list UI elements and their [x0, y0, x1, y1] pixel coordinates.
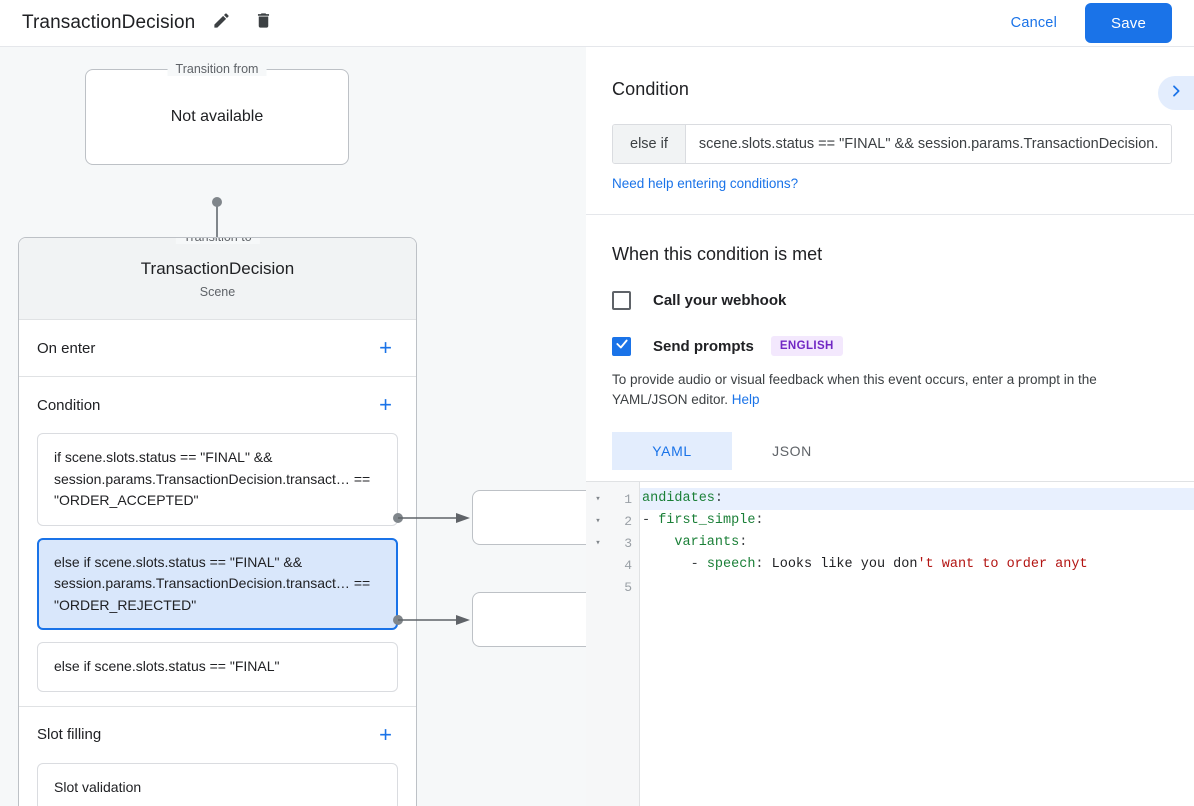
transition-to-legend: Transition to: [175, 238, 260, 244]
code-line-3: variants:: [640, 532, 1194, 554]
scene-type: Scene: [199, 284, 236, 299]
scene-card-header[interactable]: TransactionDecision Scene: [19, 238, 416, 320]
pencil-icon: [212, 11, 231, 35]
line-number: 1: [624, 491, 632, 507]
prompt-hint-body: To provide audio or visual feedback when…: [612, 372, 1097, 407]
send-prompts-checkbox[interactable]: [612, 336, 631, 356]
header-actions: Cancel Save: [997, 3, 1172, 43]
expand-panel-button[interactable]: [1158, 76, 1194, 110]
code-token-plain: Looks like you don: [771, 557, 918, 572]
condition-link-arrow: [392, 511, 472, 523]
code-token-key: speech: [706, 557, 756, 572]
code-line-1: andidates:: [640, 488, 1194, 510]
edit-button[interactable]: [207, 9, 235, 37]
panel-divider: [586, 214, 1194, 215]
code-line-5: [640, 576, 1194, 598]
cancel-button[interactable]: Cancel: [1010, 15, 1057, 31]
gutter-row: ▾ 1: [586, 488, 639, 510]
prompt-help-link[interactable]: Help: [731, 392, 760, 407]
editor-code-area[interactable]: andidates: - first_simple: variants: - s…: [640, 482, 1194, 806]
condition-target-node[interactable]: [472, 490, 586, 545]
call-webhook-checkbox[interactable]: [612, 291, 631, 310]
gutter-row: ▾ 2: [586, 510, 639, 532]
code-token-colon: :: [714, 491, 724, 506]
app-header: TransactionDecision Cancel Save: [0, 0, 1194, 47]
add-slot-filling-button[interactable]: +: [379, 721, 392, 747]
line-number: 2: [624, 513, 632, 529]
code-line-4: - speech: Looks like you don't want to o…: [640, 554, 1194, 576]
condition-prefix-label: else if: [613, 125, 686, 163]
condition-input-row: else if: [612, 124, 1172, 164]
code-token-colon: :: [755, 513, 764, 528]
add-on-enter-button[interactable]: +: [379, 335, 392, 360]
fold-triangle-icon[interactable]: ▾: [595, 538, 601, 548]
gutter-row: 4: [586, 554, 639, 576]
delete-button[interactable]: [249, 9, 277, 37]
scene-name: TransactionDecision: [140, 258, 295, 278]
code-editor[interactable]: ▾ 1 ▾ 2 ▾ 3 4 5: [586, 481, 1194, 806]
condition-card[interactable]: else if scene.slots.status == "FINAL": [37, 642, 398, 692]
add-condition-button[interactable]: +: [379, 392, 392, 417]
fold-triangle-icon[interactable]: ▾: [595, 516, 601, 526]
scene-canvas: Transition from Not available Transition…: [0, 47, 586, 806]
condition-help-link[interactable]: Need help entering conditions?: [612, 176, 799, 191]
check-icon: [615, 337, 629, 356]
language-badge: ENGLISH: [770, 336, 843, 356]
transition-from-node[interactable]: Transition from Not available: [85, 62, 349, 165]
code-line-2: - first_simple:: [640, 510, 1194, 532]
code-token-colon: :: [739, 535, 748, 550]
call-webhook-label: Call your webhook: [653, 292, 787, 309]
code-token-dash: -: [642, 557, 707, 572]
code-token-key: variants: [642, 535, 740, 550]
section-slot-filling-header: Slot filling +: [37, 707, 398, 763]
transition-to-node: Transition to TransactionDecision Scene …: [18, 237, 417, 806]
save-button[interactable]: Save: [1085, 3, 1172, 43]
slot-filling-list: Slot validation: [37, 762, 398, 806]
section-slot-filling: Slot filling + Slot validation: [19, 707, 416, 806]
fold-triangle-icon[interactable]: ▾: [595, 494, 601, 504]
chevron-right-icon: [1168, 83, 1184, 104]
transition-from-legend: Transition from: [167, 62, 267, 76]
line-number: 4: [624, 557, 632, 573]
code-token-dash: -: [642, 513, 659, 528]
section-on-enter: On enter +: [19, 320, 416, 377]
condition-target-node-selected[interactable]: [472, 592, 586, 647]
prompt-hint-text: To provide audio or visual feedback when…: [612, 370, 1168, 410]
trash-icon: [254, 11, 273, 35]
condition-link-arrow: [392, 613, 472, 625]
code-token-key: andidates: [642, 491, 715, 506]
send-prompts-row: Send prompts ENGLISH: [612, 336, 1168, 356]
section-on-enter-header: On enter +: [37, 320, 398, 376]
when-condition-title: When this condition is met: [612, 244, 823, 264]
code-token-string: 't want to order anyt: [917, 557, 1088, 572]
line-number: 3: [624, 535, 632, 551]
code-token-key: first_simple: [658, 513, 756, 528]
condition-detail-panel: Condition else if Need help entering con…: [586, 47, 1194, 806]
editor-format-tabs: YAML JSON: [612, 432, 1168, 470]
condition-card-selected[interactable]: else if scene.slots.status == "FINAL" &&…: [37, 537, 398, 630]
tab-json[interactable]: JSON: [772, 443, 812, 459]
line-number: 5: [624, 579, 632, 595]
gutter-row: ▾ 3: [586, 532, 639, 554]
transition-from-value: Not available: [170, 108, 264, 125]
code-token-colon: :: [755, 557, 772, 572]
gutter-row: 5: [586, 576, 639, 598]
condition-card[interactable]: if scene.slots.status == "FINAL" && sess…: [37, 433, 398, 526]
page-title: TransactionDecision: [22, 12, 196, 33]
slot-validation-item[interactable]: Slot validation: [37, 762, 398, 806]
webhook-row: Call your webhook: [612, 291, 1168, 310]
condition-section: Condition else if Need help entering con…: [586, 47, 1194, 806]
section-slot-filling-label: Slot filling: [37, 726, 102, 743]
section-condition-header: Condition +: [37, 377, 398, 433]
send-prompts-label: Send prompts: [653, 337, 754, 355]
editor-gutter: ▾ 1 ▾ 2 ▾ 3 4 5: [586, 482, 640, 806]
section-condition-label: Condition: [37, 396, 101, 414]
condition-expression-input[interactable]: [685, 125, 1171, 163]
tab-yaml[interactable]: YAML: [612, 432, 732, 470]
panel-title: Condition: [612, 79, 689, 99]
section-on-enter-label: On enter: [37, 339, 96, 357]
section-condition: Condition + if scene.slots.status == "FI…: [19, 377, 416, 707]
condition-list: if scene.slots.status == "FINAL" && sess…: [37, 433, 398, 706]
